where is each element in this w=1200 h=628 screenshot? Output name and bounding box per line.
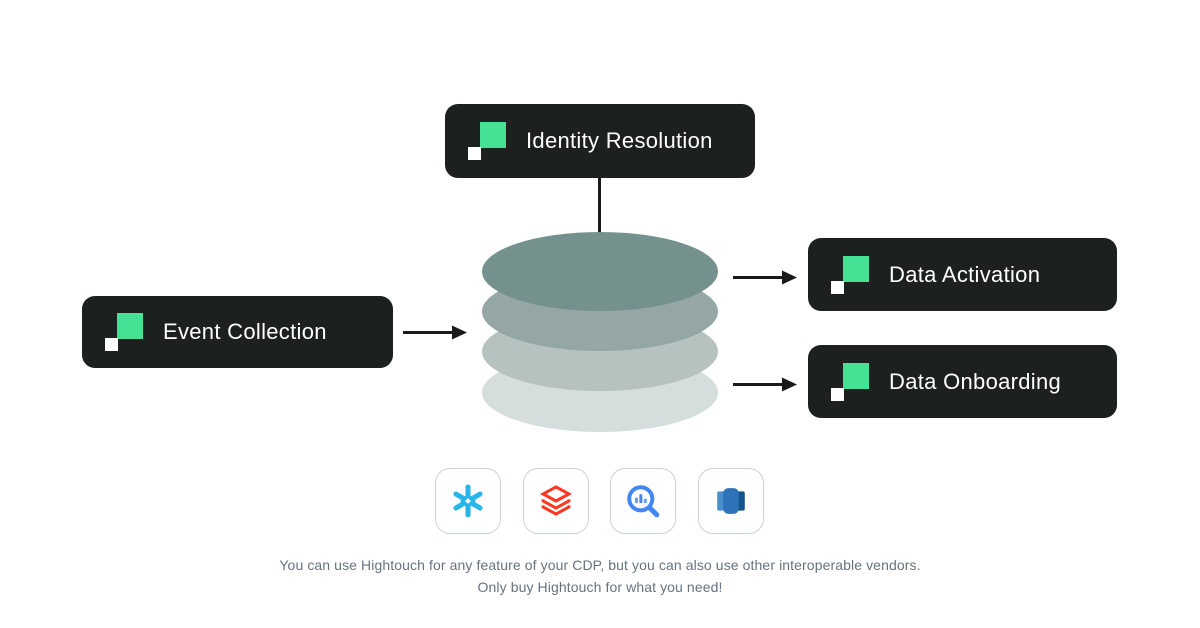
arrow-event-to-warehouse (403, 325, 467, 340)
hightouch-logo-icon (831, 362, 870, 402)
logo-white-square (831, 280, 844, 294)
hightouch-logo-icon (831, 255, 870, 295)
node-data-onboarding: Data Onboarding (808, 345, 1117, 418)
caption-line-2: Only buy Hightouch for what you need! (477, 579, 723, 595)
logo-white-square (831, 387, 844, 401)
arrow-warehouse-to-activation (733, 270, 797, 285)
redshift-icon (717, 488, 745, 514)
arrow-warehouse-to-onboarding (733, 377, 797, 392)
logo-green-square (843, 255, 869, 282)
vendor-tile-redshift (698, 468, 764, 534)
vendor-tile-snowflake (435, 468, 501, 534)
snowflake-icon (453, 484, 483, 518)
node-data-activation: Data Activation (808, 238, 1117, 311)
vendor-tile-databricks (523, 468, 589, 534)
caption: You can use Hightouch for any feature of… (0, 554, 1200, 598)
node-label: Data Onboarding (889, 368, 1062, 394)
connector-identity-to-warehouse (598, 178, 601, 235)
logo-green-square (843, 362, 869, 389)
node-label: Event Collection (163, 319, 327, 344)
logo-white-square (105, 338, 118, 351)
node-label: Data Activation (889, 261, 1041, 287)
databricks-icon (539, 485, 573, 516)
hightouch-logo-icon (105, 312, 144, 352)
logo-white-square (468, 147, 481, 160)
bigquery-icon (627, 485, 660, 518)
logo-green-square (480, 122, 506, 148)
node-event-collection: Event Collection (82, 296, 393, 368)
node-identity-resolution: Identity Resolution (445, 104, 755, 178)
node-label: Identity Resolution (526, 128, 713, 153)
warehouse-layer-1 (482, 232, 718, 311)
hightouch-logo-icon (468, 121, 507, 161)
logo-green-square (117, 313, 143, 339)
caption-line-1: You can use Hightouch for any feature of… (279, 557, 921, 573)
vendor-tile-bigquery (610, 468, 676, 534)
